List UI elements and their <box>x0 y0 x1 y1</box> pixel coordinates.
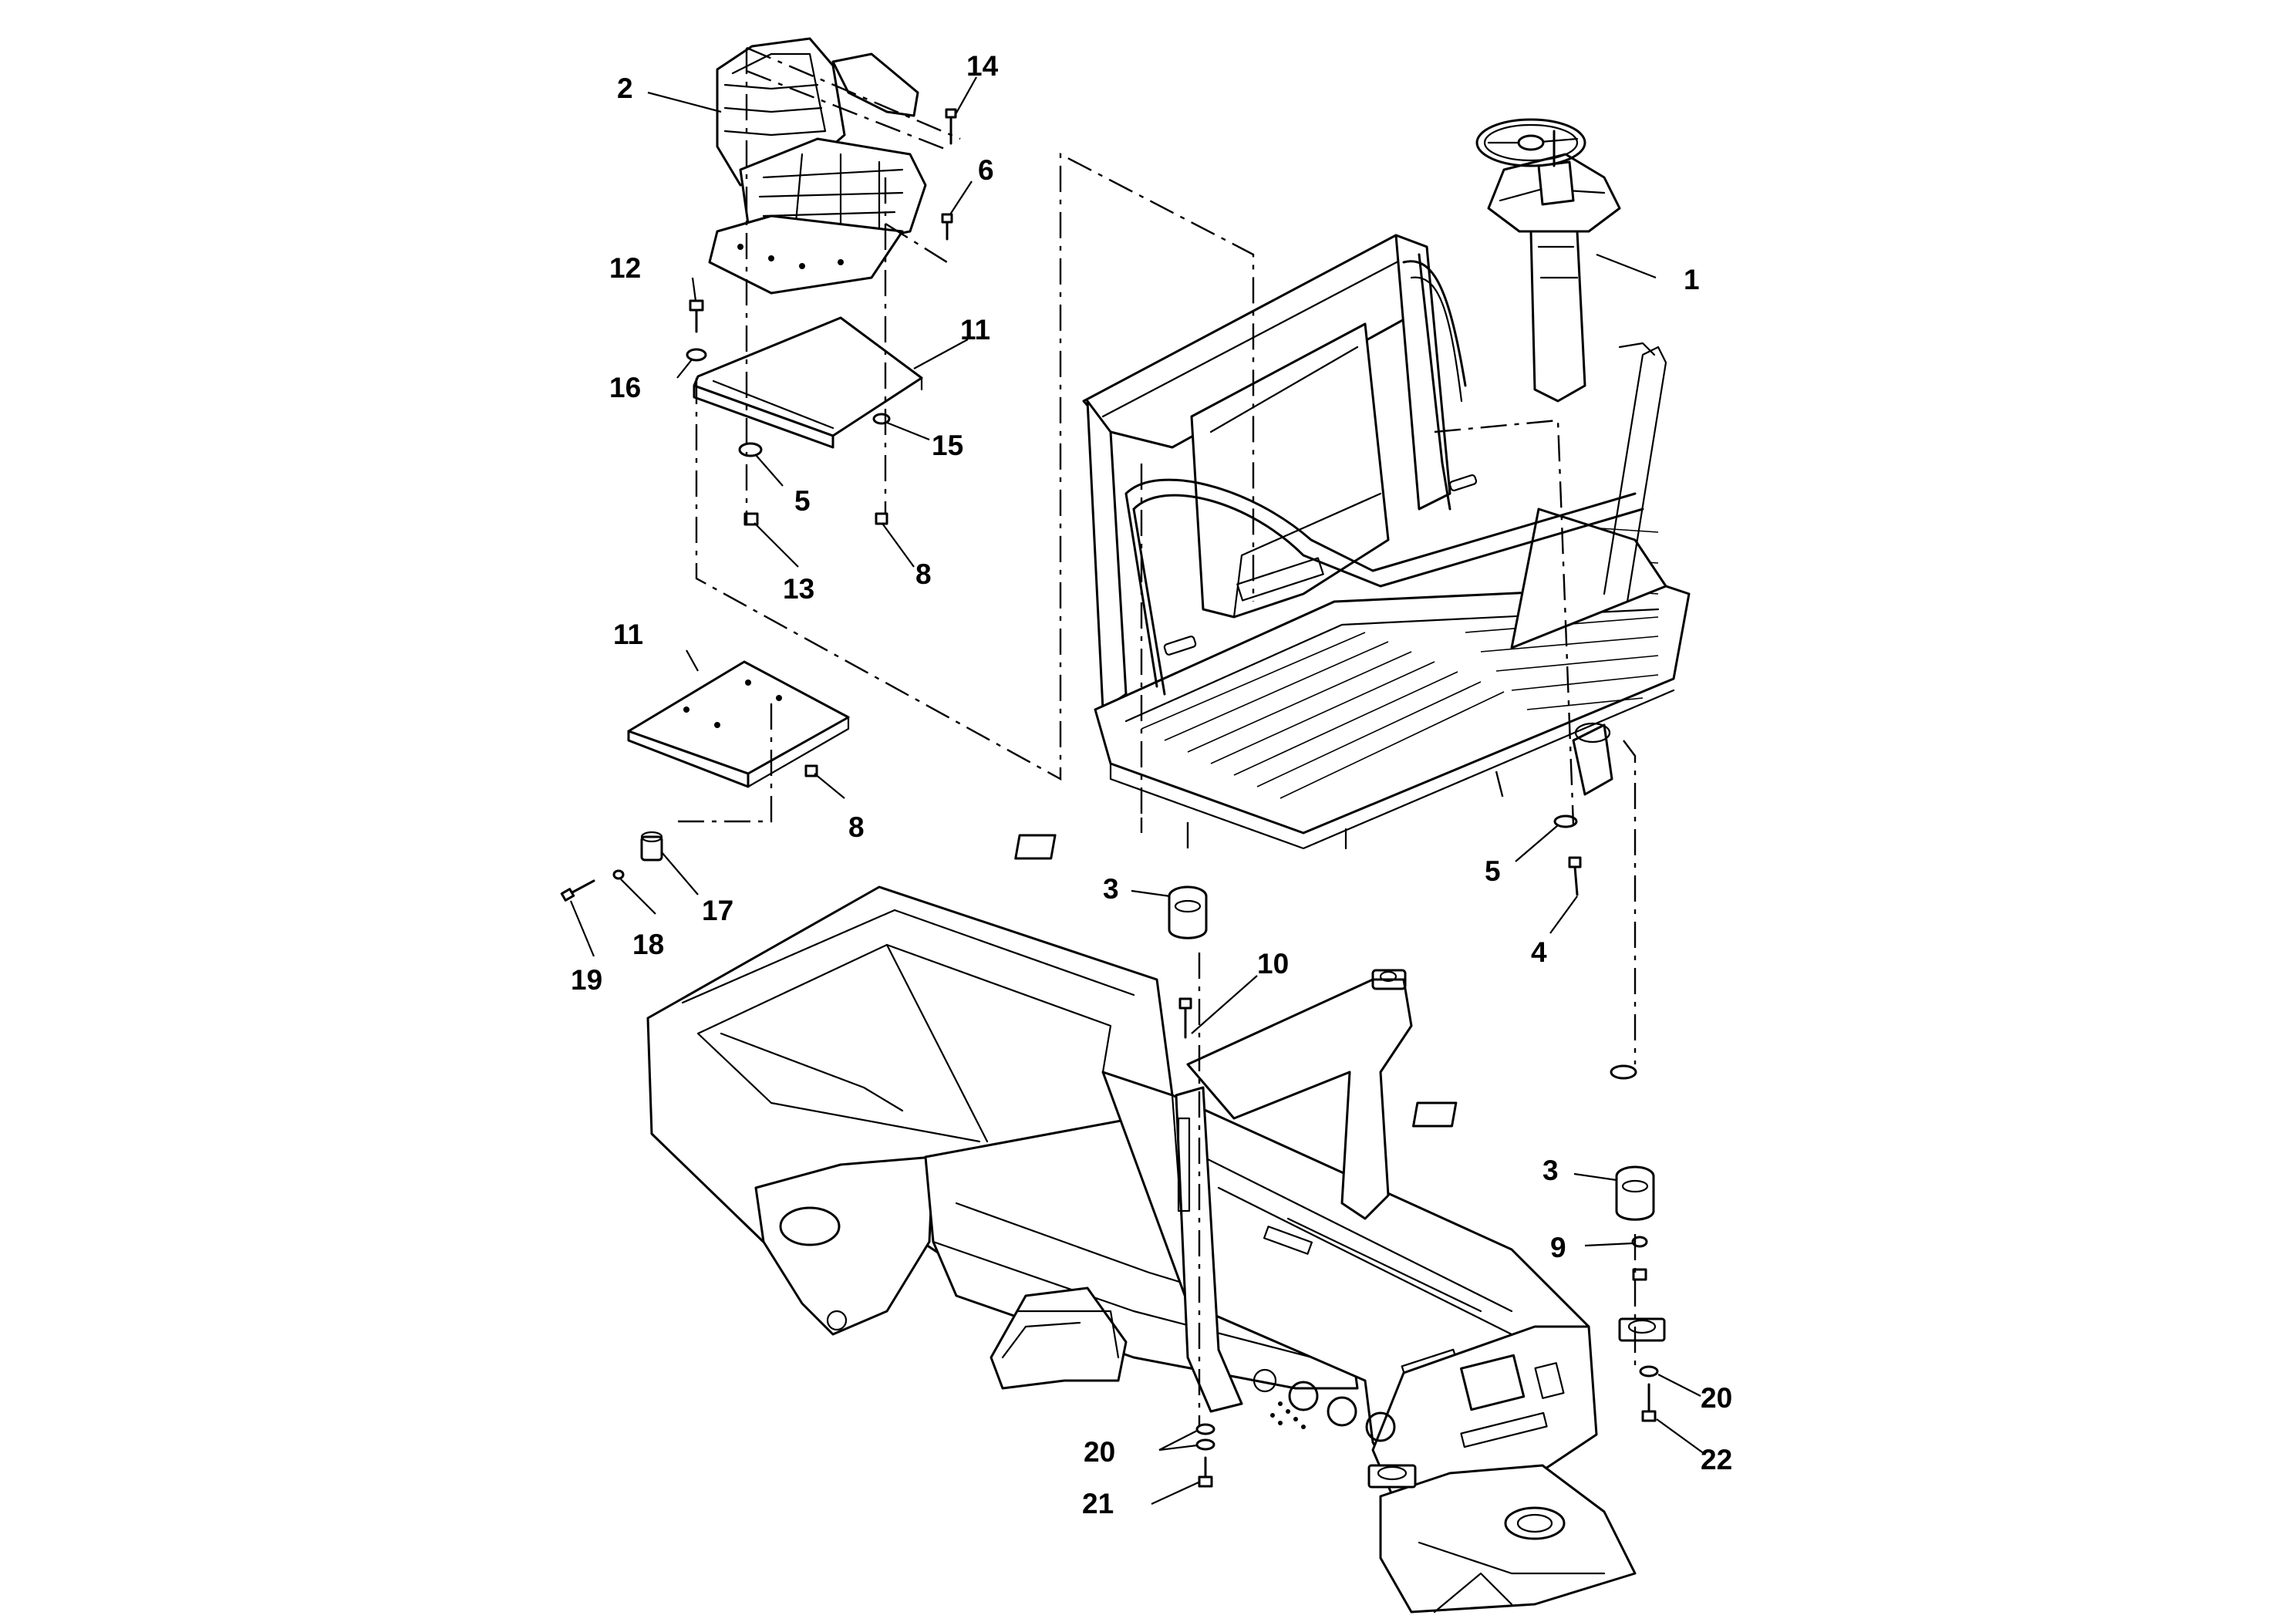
screw-19 <box>560 879 595 902</box>
callout-leaders <box>569 76 1705 1505</box>
steering-wheel <box>1475 118 1586 167</box>
callout-19: 19 <box>571 964 602 996</box>
switch-17 <box>640 831 663 862</box>
nut-8-lower <box>804 764 818 777</box>
nut-9-lower <box>1632 1268 1647 1281</box>
bolt-12 <box>689 299 704 333</box>
isolator-mount-left <box>1014 834 1208 939</box>
callout-3-left: 3 <box>1103 873 1119 905</box>
callout-17: 17 <box>702 895 733 926</box>
isolator-mount-right <box>1412 1064 1655 1221</box>
front-pedestal-bracket <box>990 1286 1128 1390</box>
callout-4: 4 <box>1531 936 1547 968</box>
washer-15 <box>872 413 891 425</box>
callout-20-left: 20 <box>1084 1436 1115 1468</box>
callout-9: 9 <box>1550 1232 1566 1263</box>
callout-20-right: 20 <box>1701 1382 1732 1414</box>
callout-14: 14 <box>966 50 999 82</box>
callout-16: 16 <box>609 372 641 403</box>
operator-platform <box>1082 234 1691 850</box>
callout-12: 12 <box>609 252 641 284</box>
seat-mount-plate-lower <box>627 660 850 788</box>
bolt-21 <box>1198 1456 1213 1488</box>
frame-mount-pad-front <box>1367 1464 1417 1489</box>
callout-2: 2 <box>617 73 633 104</box>
operator-seat <box>708 37 927 295</box>
chassis-frame <box>646 885 1637 1614</box>
callout-3-right: 3 <box>1542 1155 1559 1186</box>
washer-5-upper <box>738 442 763 457</box>
seat-bolt-14 <box>945 108 957 145</box>
callout-11-upper: 11 <box>960 314 990 346</box>
frame-mount-pad-rear <box>1618 1317 1666 1342</box>
steering-column <box>1487 130 1621 403</box>
callout-11-lower: 11 <box>613 619 643 650</box>
bolt-4 <box>1568 856 1582 896</box>
callout-labels: 1 2 14 6 12 11 16 15 5 13 8 11 8 17 18 1… <box>571 50 1732 1519</box>
callout-21: 21 <box>1082 1488 1114 1519</box>
rear-brace-arm <box>1186 969 1413 1220</box>
washer-20-left <box>1195 1423 1215 1451</box>
seat-mount-plate-upper <box>693 316 923 449</box>
callout-22: 22 <box>1701 1444 1732 1475</box>
bolt-22 <box>1641 1383 1657 1422</box>
frame-vent-holes <box>1270 1401 1306 1429</box>
callout-18: 18 <box>632 929 664 960</box>
callout-8-upper: 8 <box>915 558 932 590</box>
callout-15: 15 <box>932 430 963 461</box>
washer-18 <box>612 869 625 880</box>
nut-8-upper <box>875 512 888 525</box>
callout-5-upper: 5 <box>794 485 811 517</box>
washer-16 <box>686 348 707 362</box>
seat-bolt-6 <box>941 213 953 241</box>
washer-20-right <box>1639 1365 1659 1378</box>
side-post <box>1175 1086 1243 1413</box>
nut-13 <box>743 512 759 526</box>
callout-1: 1 <box>1684 264 1700 295</box>
bolt-10 <box>1178 997 1192 1039</box>
callout-6: 6 <box>978 154 994 186</box>
callout-13: 13 <box>783 573 814 605</box>
washer-5-lower <box>1553 814 1578 828</box>
washer-9 <box>1631 1236 1648 1248</box>
assembly-centerlines <box>675 46 1637 1427</box>
callout-8-lower: 8 <box>848 811 865 843</box>
callout-10: 10 <box>1257 948 1289 980</box>
callout-5-lower: 5 <box>1485 855 1501 887</box>
